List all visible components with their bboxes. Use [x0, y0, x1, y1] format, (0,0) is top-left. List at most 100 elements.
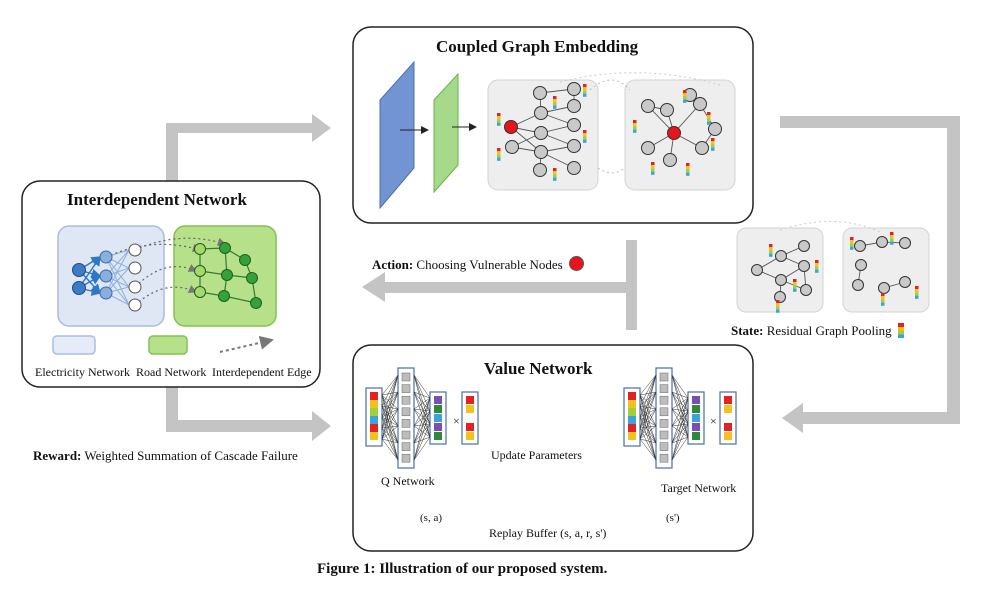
- feature-vector-cell: [915, 295, 919, 299]
- feature-vector-cell: [553, 102, 557, 106]
- graph-node: [534, 106, 548, 120]
- reward-text: Weighted Summation of Cascade Failure: [84, 448, 298, 463]
- network-connection: [671, 397, 689, 461]
- output-unit: [434, 405, 442, 413]
- feature-vector-cell: [793, 285, 797, 289]
- action-unit: [724, 405, 732, 413]
- interdependent-edge: [134, 264, 198, 288]
- feature-vector-cell: [686, 166, 690, 170]
- graph-node: [855, 259, 867, 271]
- node-feature-vector: [815, 260, 819, 273]
- network-connection: [639, 408, 657, 429]
- interdependent-edge: [134, 285, 198, 306]
- feature-vector-cell: [651, 162, 655, 166]
- feature-vector-cell: [583, 139, 587, 143]
- feature-vector-cell: [815, 260, 819, 264]
- feature-vector-cell: [583, 130, 587, 134]
- network-connection: [381, 391, 399, 407]
- feature-vector-cell: [890, 232, 894, 236]
- network-connection: [671, 408, 689, 425]
- graph-node: [567, 118, 581, 132]
- graph-node: [852, 279, 864, 291]
- graph-node: [695, 141, 709, 155]
- network-connection: [639, 408, 657, 440]
- graph-node: [708, 122, 722, 136]
- graph-node: [774, 291, 786, 303]
- q-network-label: Q Network: [381, 474, 435, 488]
- graph-node: [751, 264, 763, 276]
- network-connection: [639, 374, 657, 396]
- network-connection: [639, 438, 657, 444]
- node-feature-vector: [583, 84, 587, 97]
- graph-node: [798, 260, 810, 272]
- interdependent-title: Interdependent Network: [67, 190, 247, 209]
- vulnerable-node: [667, 126, 681, 140]
- action-unit: [724, 432, 732, 440]
- network-connection: [381, 394, 399, 444]
- feature-vector-cell: [497, 157, 501, 161]
- output-unit: [434, 432, 442, 440]
- s-prime-label: (s'): [666, 512, 680, 524]
- feature-vector-cell: [583, 136, 587, 140]
- hidden-unit: [659, 384, 669, 393]
- network-connection: [639, 408, 657, 418]
- network-connection: [639, 394, 657, 444]
- network-connection: [381, 391, 399, 418]
- network-connection: [671, 423, 689, 461]
- network-connection: [413, 410, 431, 461]
- feature-vector-cell: [583, 87, 587, 91]
- legend-dotted-arrow: [219, 335, 274, 353]
- node-feature-vector: [583, 130, 587, 143]
- hidden-unit: [401, 384, 411, 393]
- action-text: Choosing Vulnerable Nodes: [416, 257, 563, 272]
- network-connection: [639, 374, 657, 429]
- electric-node: [72, 263, 86, 277]
- network-connection: [381, 427, 399, 461]
- feature-vector-cell: [793, 279, 797, 283]
- interdependent-edge: [134, 237, 227, 251]
- feature-vector-cell: [683, 93, 687, 97]
- legend-electricity-label: Electricity Network: [35, 365, 130, 379]
- feature-vector-cell: [497, 122, 501, 126]
- feature-vector-cell: [583, 93, 587, 97]
- graph-node: [775, 250, 787, 262]
- node-feature-vector: [915, 286, 919, 299]
- action-label: Action:: [372, 257, 414, 272]
- road-node: [218, 290, 230, 302]
- action-unit: [466, 405, 474, 413]
- network-connection: [671, 410, 689, 444]
- network-connection: [671, 410, 689, 461]
- network-connection: [639, 374, 657, 418]
- feature-vector-cell: [711, 141, 715, 145]
- hidden-unit: [401, 395, 411, 405]
- action-vector-box: [719, 391, 737, 445]
- network-connection: [381, 408, 399, 429]
- feature-vector-cell: [890, 241, 894, 245]
- feature-vector-cell: [815, 269, 819, 273]
- graph-node: [693, 97, 707, 111]
- network-connection: [413, 397, 431, 444]
- network-connection: [413, 397, 431, 427]
- network-connection: [413, 410, 431, 427]
- hidden-unit: [401, 419, 411, 428]
- arrow-action: [362, 240, 637, 330]
- network-connection: [381, 425, 399, 440]
- network-connection: [413, 397, 431, 410]
- network-connection: [381, 374, 399, 407]
- feature-vector-cell: [553, 168, 557, 172]
- value-title: Value Network: [484, 359, 593, 378]
- network-connection: [413, 436, 431, 444]
- interdependent-edge: [105, 243, 202, 258]
- feature-vector-cell: [850, 240, 854, 244]
- network-connection: [413, 408, 431, 412]
- sa-label: (s, a): [420, 512, 442, 524]
- interdependent-box: [21, 180, 321, 388]
- network-connection: [381, 394, 399, 461]
- feature-vector-cell: [850, 237, 854, 241]
- network-connection: [381, 391, 399, 396]
- graph-node: [567, 82, 581, 96]
- electric-node: [99, 250, 113, 264]
- network-connection: [639, 391, 657, 396]
- network-connection: [671, 436, 689, 461]
- feature-vector-cell: [850, 243, 854, 247]
